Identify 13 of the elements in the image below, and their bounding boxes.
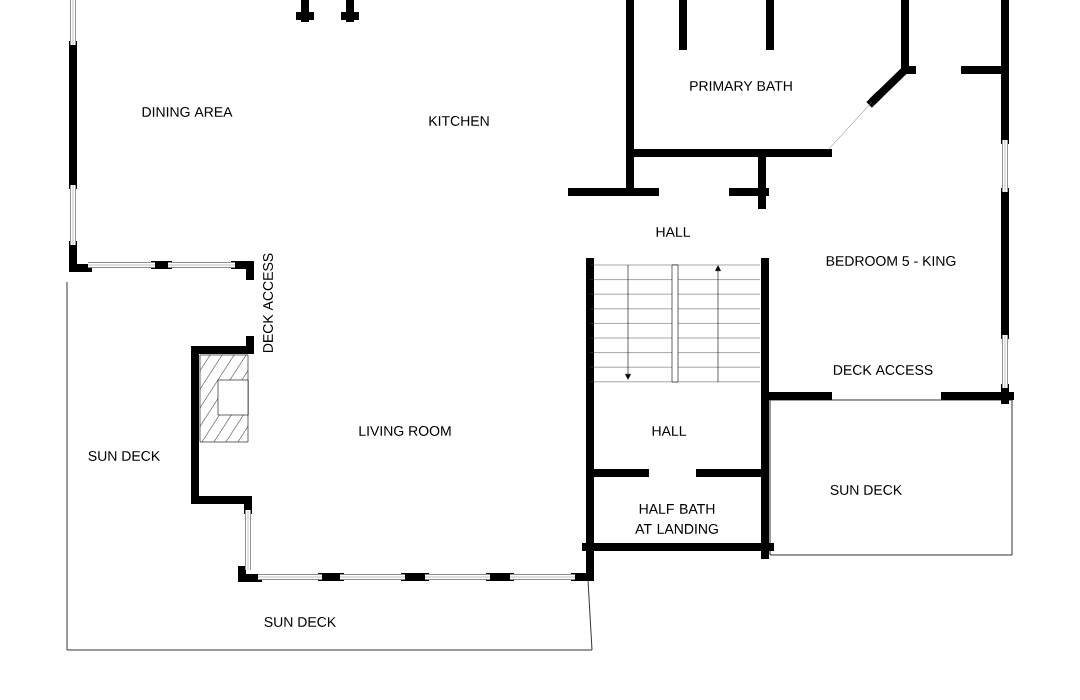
- room-label: HALF BATH AT LANDING: [635, 504, 718, 534]
- room-label: HALL: [656, 227, 691, 237]
- room-label: HALL: [652, 426, 687, 436]
- room-label: KITCHEN: [429, 116, 489, 126]
- room-label: LIVING ROOM: [359, 426, 451, 436]
- room-label: DECK ACCESS: [263, 253, 273, 353]
- room-label: DECK ACCESS: [833, 365, 933, 375]
- room-label: PRIMARY BATH: [690, 81, 792, 91]
- room-label: SUN DECK: [88, 451, 160, 461]
- room-label: DINING AREA: [142, 107, 233, 117]
- room-label: SUN DECK: [264, 617, 336, 627]
- room-label: BEDROOM 5 - KING: [826, 256, 956, 266]
- room-label: SUN DECK: [830, 485, 902, 495]
